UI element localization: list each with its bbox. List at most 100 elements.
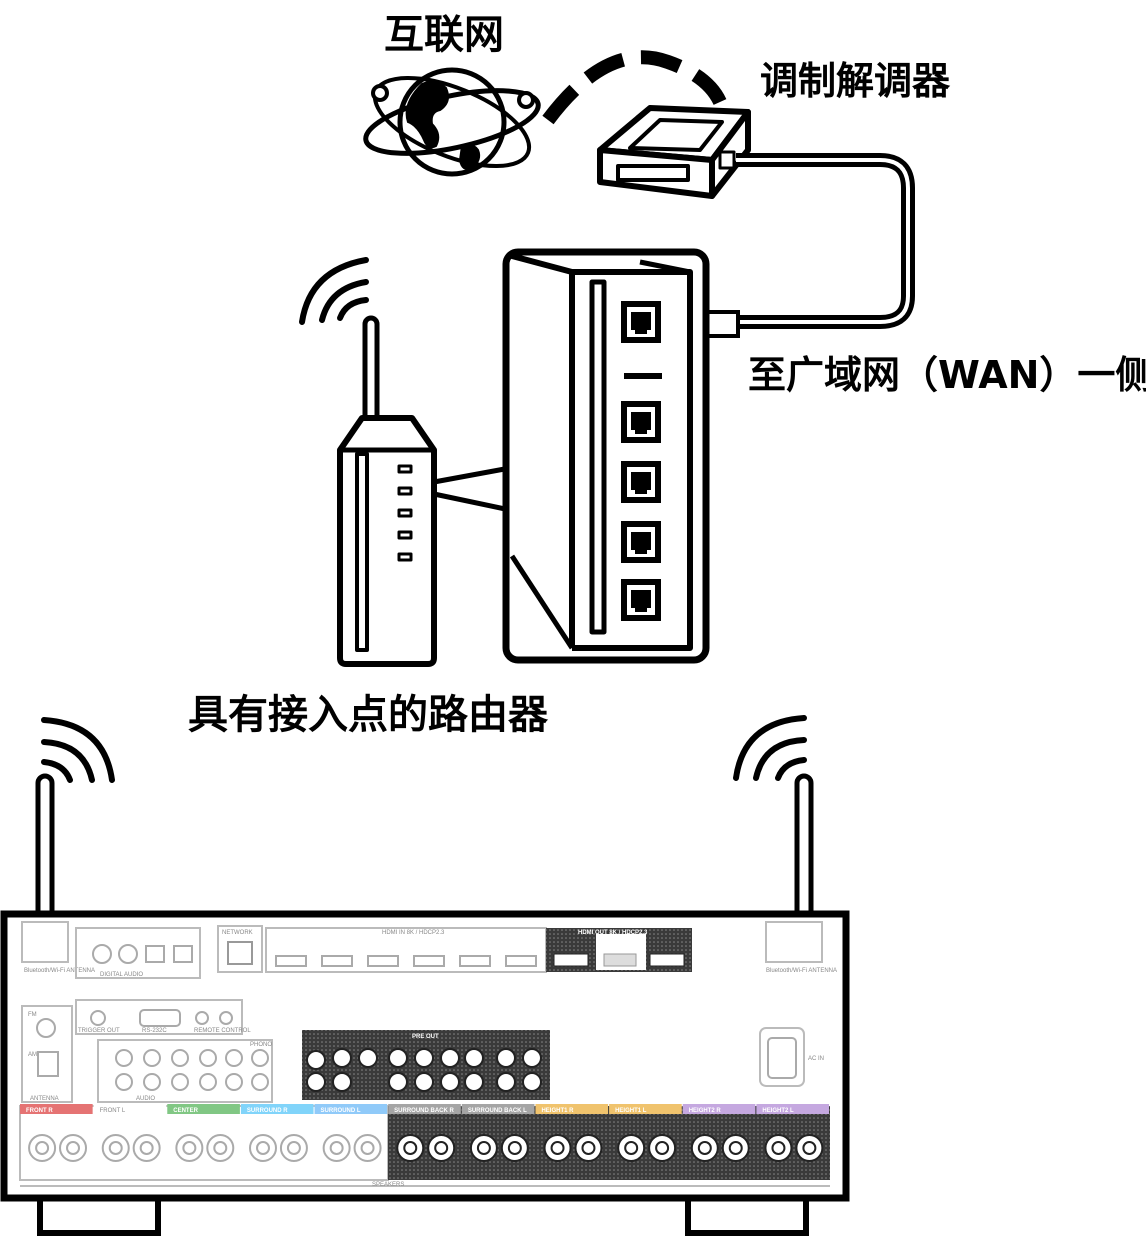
trigger-label: TRIGGER OUT (78, 1028, 120, 1034)
speaker-group-band (609, 1104, 682, 1114)
speaker-group-band (461, 1104, 535, 1114)
speaker-terminal-core (624, 1141, 639, 1155)
receiver-wifi-left-icon (41, 717, 115, 783)
speaker-group-band (756, 1104, 829, 1114)
speaker-terminal (648, 1134, 677, 1162)
speaker-group-label: CENTER (173, 1108, 198, 1114)
speaker-terminal-core (728, 1141, 743, 1155)
speaker-terminal (28, 1134, 57, 1162)
speaker-terminal-core (507, 1141, 522, 1155)
speaker-terminal (543, 1134, 572, 1162)
speaker-terminal (206, 1134, 235, 1162)
speaker-terminal-core (108, 1141, 123, 1155)
speaker-terminal (427, 1134, 456, 1162)
globe-icon (363, 67, 541, 177)
antenna-left-label: Bluetooth/Wi-Fi ANTENNA (24, 968, 95, 974)
pre-out-label: PRE OUT (412, 1034, 439, 1040)
speaker-terminal (279, 1134, 308, 1162)
speaker-group-label: FRONT L (100, 1108, 126, 1114)
hdmi-in-ports (275, 955, 537, 967)
lan-port-1 (621, 401, 661, 443)
speaker-group-labels: FRONT R FRONT L CENTER SURROUND R SURROUND L… (20, 1104, 829, 1114)
speaker-terminal-core (360, 1141, 375, 1155)
speaker-terminal-core (66, 1141, 81, 1155)
wan-port (621, 301, 661, 343)
phono-label: PHONO (250, 1042, 272, 1048)
am-label: AM (28, 1052, 37, 1058)
speaker-terminal (721, 1134, 750, 1162)
speaker-terminal (175, 1134, 204, 1162)
speaker-group-label: SURROUND L (321, 1108, 361, 1114)
antenna-right-label: Bluetooth/Wi-Fi ANTENNA (766, 968, 837, 974)
speaker-terminal-core (329, 1141, 344, 1155)
internet-label: 互联网 (384, 12, 504, 58)
speaker-terminal (795, 1134, 824, 1162)
modem-icon (597, 105, 751, 199)
wan-cable (736, 153, 915, 329)
speaker-terminal-core (802, 1141, 817, 1155)
speaker-terminal (690, 1134, 719, 1162)
speaker-terminal (500, 1134, 529, 1162)
speaker-terminal (617, 1134, 646, 1162)
speaker-terminal-core (403, 1141, 418, 1155)
router-back-panel (502, 248, 710, 664)
speaker-terminal (764, 1134, 793, 1162)
speaker-group-label: SURROUND BACK L (468, 1108, 527, 1114)
speaker-group-label: HEIGHT1 R (541, 1108, 574, 1114)
speaker-terminals (28, 1134, 824, 1162)
speaker-terminal-core (655, 1141, 670, 1155)
speaker-dark-panel (388, 1106, 830, 1180)
digital-audio-label: DIGITAL AUDIO (100, 972, 143, 978)
modem-label: 调制解调器 (760, 59, 951, 103)
lan-port-4 (621, 579, 661, 621)
speaker-terminal-core (550, 1141, 565, 1155)
speaker-group-label: HEIGHT1 L (615, 1108, 647, 1114)
speaker-group-band (682, 1104, 756, 1114)
lan-port-3 (621, 521, 661, 563)
internet-modem-link (542, 50, 727, 125)
speaker-terminal-core (139, 1141, 154, 1155)
router-label: 具有接入点的路由器 (188, 692, 548, 738)
antenna-label: ANTENNA (30, 1096, 59, 1102)
speaker-terminal-core (697, 1141, 712, 1155)
speaker-group-label: SURROUND BACK R (394, 1108, 454, 1114)
hdmi-in-label: HDMI IN 8K / HDCP2.3 (382, 930, 445, 936)
receiver-wifi-right-icon (733, 715, 807, 781)
wan-side-label: 至广域网（WAN）一侧 (748, 353, 1146, 397)
speaker-group-band (93, 1104, 167, 1114)
speaker-terminal-core (434, 1141, 449, 1155)
speaker-terminal-core (182, 1141, 197, 1155)
rs232c-label: RS-232C (142, 1028, 167, 1034)
speaker-terminal-core (286, 1141, 301, 1155)
receiver-feet (37, 1196, 809, 1236)
ac-in-label: AC IN (808, 1056, 824, 1062)
speakers-label: SPEAKERS (372, 1182, 404, 1188)
speaker-terminal-core (771, 1141, 786, 1155)
analog-audio-jacks (115, 1049, 269, 1091)
speaker-terminal (574, 1134, 603, 1162)
fm-label: FM (28, 1012, 37, 1018)
speaker-terminal (396, 1134, 425, 1162)
speaker-group-label: HEIGHT2 R (689, 1108, 722, 1114)
speaker-terminal-core (256, 1141, 270, 1155)
speaker-terminal (132, 1134, 161, 1162)
audio-label: AUDIO (136, 1096, 155, 1102)
network-label: NETWORK (222, 930, 253, 936)
speaker-terminal (59, 1134, 88, 1162)
speaker-terminal (322, 1134, 351, 1162)
router-ports (621, 301, 661, 621)
lan-port-2 (621, 461, 661, 503)
speaker-group-label: SURROUND R (247, 1108, 288, 1114)
speaker-group-band (314, 1104, 388, 1114)
remote-label: REMOTE CONTROL (194, 1028, 251, 1034)
speaker-group-band (167, 1104, 240, 1114)
speaker-group-band (535, 1104, 609, 1114)
speaker-group-band (240, 1104, 314, 1114)
speaker-terminal (469, 1134, 498, 1162)
speaker-group-band (388, 1104, 461, 1114)
hdmi-out-label: HDMI OUT 8K / HDCP2.3 (578, 930, 648, 936)
speaker-terminal-core (35, 1141, 50, 1155)
speaker-group-label: FRONT R (26, 1108, 53, 1114)
speaker-terminal-core (476, 1141, 491, 1155)
